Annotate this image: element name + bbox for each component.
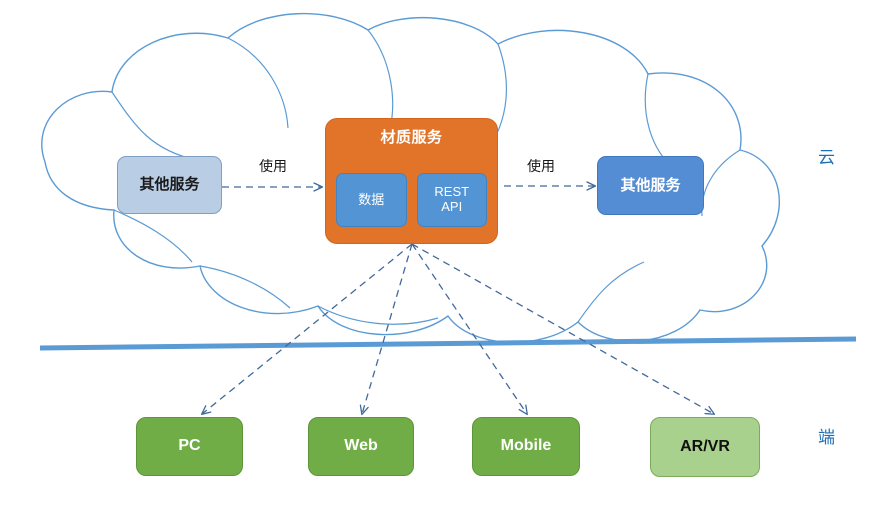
node-device-arvr-label: AR/VR (680, 437, 730, 455)
zone-label-device: 端 (818, 428, 835, 447)
node-device-pc[interactable]: PC (136, 417, 243, 476)
node-device-mobile-label: Mobile (500, 437, 552, 455)
subnode-rest-api-line2: API (441, 199, 463, 214)
subnode-rest-api-line1: REST (434, 184, 470, 200)
edge-label-usage-right: 使用 (527, 158, 555, 174)
subnode-data[interactable]: 数据 (336, 173, 407, 227)
edge-arrow-to-mobile (411, 243, 528, 416)
node-other-service-left-label: 其他服务 (139, 176, 200, 194)
node-other-service-right[interactable]: 其他服务 (597, 156, 704, 215)
node-device-web-label: Web (344, 437, 378, 455)
node-device-arvr[interactable]: AR/VR (650, 417, 760, 477)
subnode-rest-api-label: REST API (434, 184, 470, 215)
node-material-service[interactable]: 材质服务 数据 REST API (325, 118, 498, 244)
zone-divider (39, 336, 857, 351)
node-material-service-title: 材质服务 (380, 129, 443, 146)
subnode-rest-api[interactable]: REST API (416, 173, 487, 227)
subnode-data-label: 数据 (358, 191, 385, 207)
node-device-web[interactable]: Web (308, 417, 414, 476)
edge-label-usage-left: 使用 (259, 158, 287, 174)
node-other-service-right-label: 其他服务 (620, 176, 681, 194)
material-service-children: 数据 REST API (336, 173, 487, 227)
node-device-mobile[interactable]: Mobile (472, 417, 580, 476)
zone-label-cloud: 云 (818, 148, 835, 167)
edge-arrow-to-web (359, 243, 413, 416)
edge-arrow-to-pc (200, 243, 413, 415)
node-device-pc-label: PC (178, 437, 201, 455)
edge-arrows-fanout (200, 243, 716, 416)
edge-arrow-to-arvr (411, 243, 716, 415)
node-other-service-left[interactable]: 其他服务 (117, 156, 222, 214)
